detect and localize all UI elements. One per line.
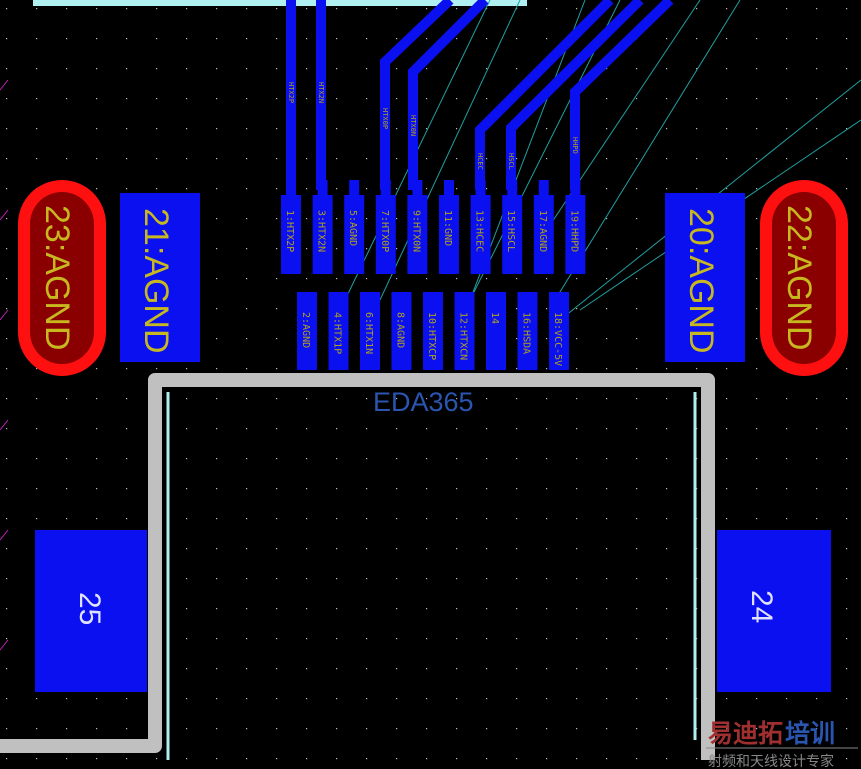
logo-title-blue: 培训	[785, 719, 835, 748]
net-label: HTX0P	[381, 108, 389, 129]
pad-top-9[interactable]: 19:HHPD	[565, 180, 586, 274]
pad-bottom-1[interactable]: 4:HTX1P	[328, 292, 349, 370]
net-label: HCEC	[476, 153, 484, 170]
pad-label: 3:HTX2N	[316, 210, 327, 252]
pad-bottom-7[interactable]: 16:HSDA	[517, 292, 538, 370]
pad-top-1[interactable]: 3:HTX2N	[312, 180, 333, 274]
pad-label: 24	[745, 590, 778, 623]
pad-21[interactable]: 21:AGND	[120, 193, 200, 362]
pad-top-5[interactable]: 11:GND	[439, 180, 459, 274]
pad-label: 1:HTX2P	[284, 210, 295, 252]
pad-label: 13:HCEC	[474, 210, 485, 252]
net-label: HTX0N	[409, 115, 417, 136]
watermark: EDA365	[373, 387, 474, 417]
pad-label: 21:AGND	[137, 208, 175, 354]
pad-bottom-3[interactable]: 8:AGND	[391, 292, 412, 370]
pad-20[interactable]: 20:AGND	[665, 193, 745, 362]
shield-silkscreen	[0, 373, 715, 760]
pad-label: 16:HSDA	[521, 312, 532, 354]
pad-top-0[interactable]: 1:HTX2P	[281, 180, 301, 274]
net-labels: HTX2P HTX2N HTX0P HTX0N HCEC HSCL HHPD	[287, 82, 579, 170]
pad-23[interactable]: 23:AGND	[18, 180, 106, 376]
pad-label: 20:AGND	[682, 208, 720, 354]
pad-bottom-2[interactable]: 6:HTX1N	[360, 292, 380, 370]
pad-label: 7:HTX0P	[379, 210, 390, 252]
pad-label: 8:AGND	[395, 312, 406, 348]
pad-bottom-5[interactable]: 12:HTXCN	[454, 292, 475, 370]
pad-top-7[interactable]: 15:HSCL	[502, 180, 523, 274]
pad-bottom-0[interactable]: 2:AGND	[297, 292, 317, 370]
pad-top-6[interactable]: 13:HCEC	[470, 180, 491, 274]
pad-label: 12:HTXCN	[458, 312, 469, 360]
pad-22[interactable]: 22:AGND	[760, 180, 848, 376]
pad-top-2[interactable]: 5:AGND	[344, 180, 365, 274]
top-row-pads: 1:HTX2P 3:HTX2N 5:AGND 7:HTX0P 9:HTX0N 11:GND…	[281, 180, 586, 274]
pad-label: 14	[489, 312, 500, 324]
pad-top-8[interactable]: 17:AGND	[533, 180, 554, 274]
logo-title-red: 易迪拓	[708, 719, 783, 748]
pad-label: 22:AGND	[780, 205, 818, 351]
board-edge-top	[33, 0, 527, 6]
pad-label: 5:AGND	[347, 210, 358, 246]
pad-label: 19:HHPD	[568, 210, 579, 252]
pad-bottom-8[interactable]: 18:VCC-5V	[549, 292, 569, 370]
pad-label: 23:AGND	[38, 205, 76, 351]
pad-top-4[interactable]: 9:HTX0N	[407, 180, 428, 274]
pad-label: 4:HTX1P	[332, 312, 343, 354]
pad-label: 15:HSCL	[505, 210, 516, 252]
logo-subtitle: 射频和天线设计专家	[708, 753, 834, 769]
net-label: HHPD	[571, 137, 579, 154]
pad-label: 6:HTX1N	[363, 312, 374, 354]
net-label: HTX2N	[317, 82, 325, 103]
net-label: HSCL	[507, 153, 515, 170]
board-outline-left	[0, 79, 9, 651]
pad-label: 2:AGND	[300, 312, 311, 348]
copper-traces	[286, 0, 674, 190]
pad-label: 18:VCC-5V	[552, 312, 563, 366]
net-label: HTX2P	[287, 82, 295, 103]
pad-label: 9:HTX0N	[410, 210, 421, 252]
pad-label: 10:HTXCP	[426, 312, 437, 360]
pad-25[interactable]: 25	[35, 530, 147, 692]
pad-24[interactable]: 24	[717, 530, 831, 692]
pad-label: 25	[73, 592, 106, 625]
pad-top-3[interactable]: 7:HTX0P	[375, 180, 396, 274]
logo: 易迪拓 培训 射频和天线设计专家	[706, 719, 858, 769]
bottom-row-pads: 2:AGND 4:HTX1P 6:HTX1N 8:AGND 10:HTXCP 12:HTX…	[297, 292, 569, 370]
pad-label: 17:AGND	[537, 210, 548, 252]
pad-label: 11:GND	[442, 210, 453, 246]
pad-bottom-4[interactable]: 10:HTXCP	[423, 292, 443, 370]
pad-bottom-6[interactable]: 14	[486, 292, 506, 370]
